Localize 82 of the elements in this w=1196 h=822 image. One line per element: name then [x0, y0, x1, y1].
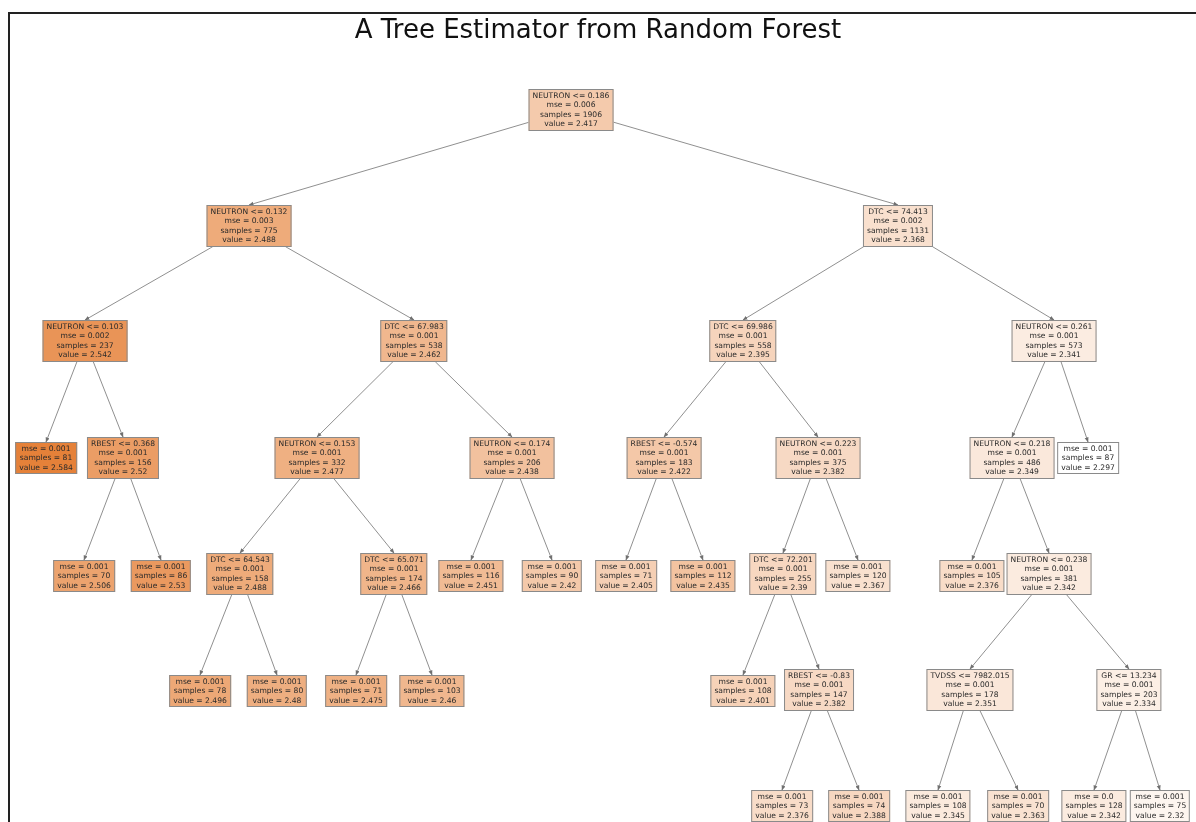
arrow [470, 478, 505, 561]
split-node-box [828, 790, 890, 822]
arrow [625, 478, 657, 561]
arrow [1093, 710, 1123, 791]
split-node-box [784, 669, 854, 711]
arrow [333, 478, 395, 554]
split-node-box [710, 675, 776, 708]
split-node-box [626, 437, 702, 479]
arrow [742, 246, 865, 321]
arrow [434, 361, 513, 438]
split-node-box [1129, 790, 1191, 822]
arrow [130, 478, 162, 561]
arrow [979, 710, 1019, 791]
split-node-box [1011, 320, 1097, 362]
arrow [1134, 710, 1161, 791]
split-node-box [1006, 553, 1092, 595]
arrow [1066, 594, 1130, 670]
arrow [758, 361, 819, 438]
split-node-box [751, 790, 813, 822]
arrow [612, 121, 899, 206]
arrow [1019, 478, 1050, 554]
split-node-box [825, 560, 891, 593]
arrow [969, 594, 1033, 670]
arrow [84, 246, 214, 321]
arrow [247, 594, 278, 676]
split-node-box [969, 437, 1055, 479]
split-node-box [987, 790, 1049, 822]
arrow [355, 594, 387, 676]
arrow [248, 121, 530, 206]
split-node-box [206, 205, 292, 247]
arrow [1011, 361, 1046, 438]
split-node-box [169, 675, 231, 708]
split-node-box [130, 560, 192, 593]
split-node-box [399, 675, 465, 708]
split-node-box [325, 675, 387, 708]
arrow [937, 710, 964, 791]
split-node-box [438, 560, 504, 593]
split-node-box [206, 553, 274, 595]
split-node-box [360, 553, 428, 595]
split-node-box [274, 437, 360, 479]
arrow [316, 361, 394, 438]
arrow [671, 478, 704, 561]
arrow [825, 478, 859, 561]
arrow [45, 361, 78, 443]
arrow [931, 246, 1055, 321]
split-node-box [939, 560, 1005, 593]
split-node-box [521, 560, 583, 593]
split-node-box [709, 320, 777, 362]
arrow [971, 478, 1005, 561]
arrow [199, 594, 233, 676]
split-node-box [1096, 669, 1162, 711]
split-node-box [1057, 442, 1119, 475]
arrow [83, 478, 116, 561]
arrow [790, 594, 820, 670]
split-node-box [15, 442, 77, 475]
arrow [1060, 361, 1089, 443]
split-node-box [905, 790, 971, 822]
arrow [663, 361, 727, 438]
split-node-box [469, 437, 555, 479]
split-node-box [926, 669, 1014, 711]
arrow [826, 710, 860, 791]
split-node-box [42, 320, 128, 362]
split-node-box [862, 205, 934, 247]
arrow [239, 478, 301, 554]
split-node-box [53, 560, 115, 593]
split-node-box [775, 437, 861, 479]
split-node-box [749, 553, 817, 595]
arrow [781, 710, 812, 791]
arrow [401, 594, 433, 676]
arrow [519, 478, 553, 561]
chart-title: A Tree Estimator from Random Forest [353, 14, 843, 44]
arrow [92, 361, 124, 438]
arrow [782, 478, 811, 554]
split-node-box [87, 437, 159, 479]
arrow [284, 246, 415, 321]
arrow [742, 594, 776, 676]
split-node-box [380, 320, 448, 362]
split-node-box [595, 560, 657, 593]
split-node-box [1061, 790, 1127, 822]
split-node-box [670, 560, 736, 593]
split-node-box [528, 89, 614, 131]
split-node-box [246, 675, 308, 708]
